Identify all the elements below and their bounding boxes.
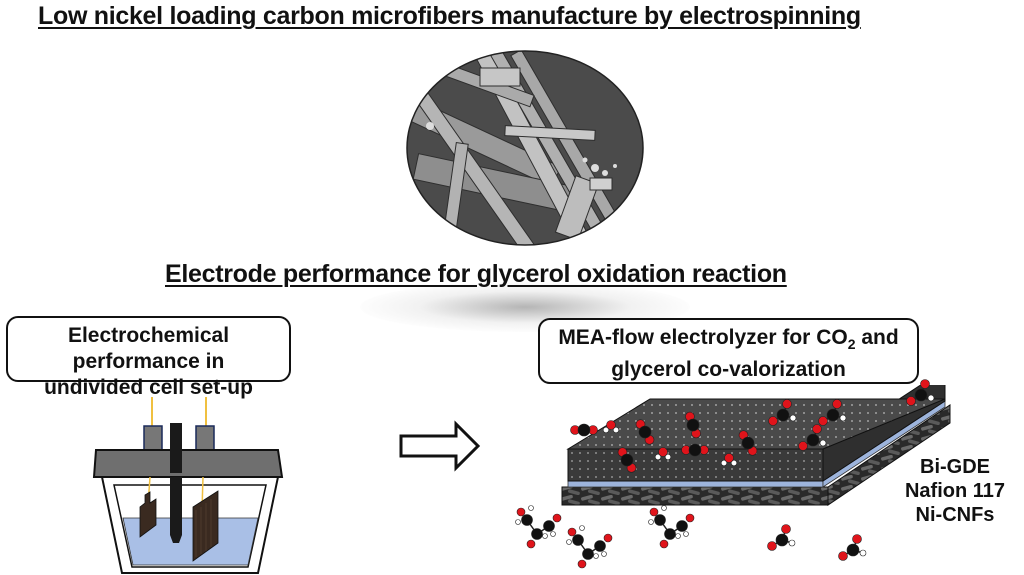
hydrogen-atom (683, 531, 689, 537)
carbon-atom (914, 388, 928, 402)
carbon-atom (521, 514, 533, 526)
carbon-atom (676, 520, 688, 532)
oxygen-atom (577, 559, 587, 569)
hydrogen-atom (550, 531, 556, 537)
carbon-atom (664, 528, 676, 540)
oxygen-atom (567, 527, 577, 537)
hydrogen-atom (661, 505, 667, 511)
oxygen-atom (818, 416, 828, 426)
undivided-cell-label-box: Electrochemical performance in undivided… (6, 316, 291, 399)
carbon-atom (741, 436, 755, 450)
hydrogen-atom (515, 519, 521, 525)
oxygen-atom (812, 424, 822, 434)
mea-electrolyzer-label-line1: MEA-flow electrolyzer for CO2 and (540, 325, 917, 357)
line1-prefix: MEA-flow electrolyzer for CO (558, 326, 848, 349)
hydrogen-atom (720, 459, 728, 467)
hydrogen-atom (839, 414, 847, 422)
carbon-atom (654, 514, 666, 526)
oxygen-atom (685, 513, 695, 523)
hydrogen-atom (648, 519, 654, 525)
section-title: Electrode performance for glycerol oxida… (165, 260, 787, 288)
carbon-atom (686, 418, 700, 432)
carbon-atom (776, 408, 790, 422)
hydrogen-atom (566, 539, 572, 545)
oxygen-atom (552, 513, 562, 523)
oxygen-atom (724, 453, 734, 463)
hydrogen-atom (602, 426, 610, 434)
oxygen-atom (781, 524, 791, 534)
hydrogen-atom (542, 533, 548, 539)
undivided-cell-label-line1: Electrochemical performance in (67, 324, 230, 373)
main-title: Low nickel loading carbon microfibers ma… (38, 2, 861, 30)
carbon-atom (846, 543, 860, 557)
layer-label-bi-gde: Bi-GDE (920, 456, 990, 478)
hydrogen-atom (788, 539, 796, 547)
carbon-atom (688, 443, 702, 457)
oxygen-atom (832, 399, 842, 409)
oxygen-atom (768, 416, 778, 426)
carbon-atom (594, 540, 606, 552)
carbon-atom (531, 528, 543, 540)
oxygen-atom (798, 441, 808, 451)
oxygen-atom (658, 447, 668, 457)
oxygen-atom (603, 533, 613, 543)
right-arrow-icon (399, 420, 481, 472)
layer-labels: Bi-GDE Nafion 117 Ni-CNFs (895, 455, 1015, 527)
carbon-atom (638, 425, 652, 439)
carbon-atom (582, 548, 594, 560)
hydrogen-atom (654, 453, 662, 461)
hydrogen-atom (789, 414, 797, 422)
mea-electrolyzer-label-line2: glycerol co-valorization (611, 358, 846, 382)
hydrogen-atom (593, 553, 599, 559)
oxygen-atom (906, 396, 916, 406)
hydrogen-atom (612, 426, 620, 434)
undivided-cell-label-line2: undivided cell set-up (44, 376, 253, 399)
carbon-atom (620, 453, 634, 467)
carbon-atom (543, 520, 555, 532)
oxygen-atom (516, 507, 526, 517)
hydrogen-atom (601, 551, 607, 557)
oxygen-atom (767, 541, 777, 551)
carbon-atom (577, 423, 591, 437)
oxygen-atom (852, 534, 862, 544)
hydrogen-atom (859, 549, 867, 557)
oxygen-atom (606, 420, 616, 430)
hydrogen-atom (664, 453, 672, 461)
mea-electrolyzer-label-box: MEA-flow electrolyzer for CO2 and glycer… (538, 318, 919, 384)
hydrogen-atom (927, 394, 935, 402)
oxygen-atom (526, 539, 536, 549)
carbon-atom (775, 533, 789, 547)
oxygen-atom (659, 539, 669, 549)
line1-suffix: and (855, 326, 899, 349)
co2-subscript: 2 (847, 336, 856, 353)
carbon-atom (806, 433, 820, 447)
hydrogen-atom (819, 439, 827, 447)
carbon-atom (826, 408, 840, 422)
oxygen-atom (920, 379, 930, 389)
hydrogen-atom (730, 459, 738, 467)
hydrogen-atom (579, 525, 585, 531)
layer-label-ni-cnfs: Ni-CNFs (915, 504, 995, 526)
undivided-cell-icon (92, 397, 284, 574)
layer-label-nafion: Nafion 117 (904, 480, 1006, 502)
sem-micrograph-image (406, 50, 644, 246)
carbon-atom (572, 534, 584, 546)
hydrogen-atom (528, 505, 534, 511)
oxygen-atom (838, 551, 848, 561)
oxygen-atom (649, 507, 659, 517)
oxygen-atom (782, 399, 792, 409)
hydrogen-atom (675, 533, 681, 539)
